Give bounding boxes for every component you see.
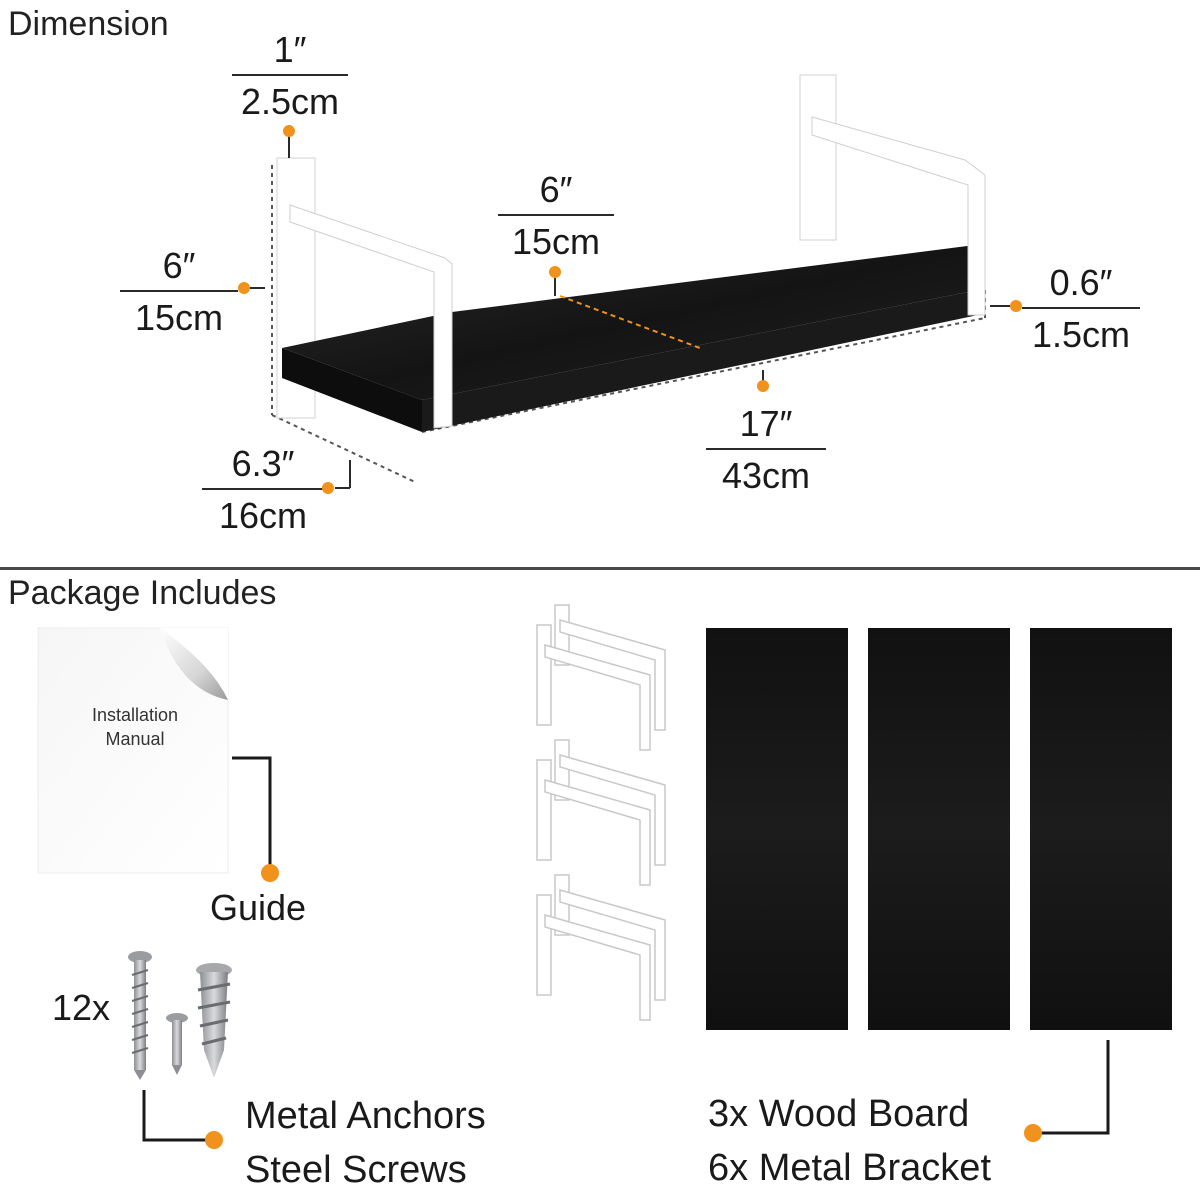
hardware-dot	[205, 1131, 223, 1149]
hardware-label: Metal Anchors Steel Screws	[245, 1090, 486, 1198]
guide-connector	[232, 756, 272, 870]
hardware-label-line1: Metal Anchors	[245, 1095, 486, 1137]
boards-connector	[1040, 1040, 1110, 1135]
screw-long-icon	[128, 951, 152, 1080]
shelf-depth-dimension: 6″ 15cm	[498, 172, 614, 260]
boards-dot	[1024, 1124, 1042, 1142]
hardware-count: 12x	[52, 987, 111, 1028]
brackets-illustration	[536, 604, 666, 1021]
manual-title-line1: Installation	[91, 705, 179, 725]
board-thickness-dot	[1010, 300, 1022, 312]
wood-board-2	[868, 628, 1010, 1030]
manual-illustration	[37, 627, 229, 874]
bracket-width-dot	[283, 125, 295, 137]
guide-label: Guide	[210, 887, 307, 928]
boards-label-line2: 6x Metal Bracket	[708, 1146, 991, 1189]
bracket-height-dimension: 6″ 15cm	[120, 248, 238, 336]
boards-label: 3x Wood Board 6x Metal Bracket	[708, 1088, 991, 1196]
left-bracket	[289, 204, 453, 429]
depth-marker	[559, 295, 701, 349]
screw-short-icon	[166, 1013, 188, 1075]
right-bracket	[811, 116, 986, 316]
package-heading: Package Includes	[8, 574, 277, 612]
bracket-width-dimension: 1″ 2.5cm	[232, 32, 348, 120]
board-length-dot	[757, 380, 769, 392]
boards-label-line1: 3x Wood Board	[708, 1093, 970, 1135]
board-length-dimension: 17″ 43cm	[706, 406, 826, 494]
overall-depth-dot	[322, 482, 334, 494]
wood-board-3	[1030, 628, 1172, 1030]
bracket-height-dot	[238, 282, 250, 294]
right-wall-plate	[799, 74, 837, 241]
guide-dot	[261, 864, 279, 882]
dimension-heading: Dimension	[8, 5, 169, 43]
anchor-icon	[196, 963, 232, 1078]
manual-cover-text: Installation Manual	[70, 703, 200, 752]
wood-board-1	[706, 628, 848, 1030]
hardware-connector	[142, 1090, 210, 1142]
board-thickness-dimension: 0.6″ 1.5cm	[1022, 265, 1140, 353]
hardware-label-line2: Steel Screws	[245, 1148, 467, 1191]
manual-title-line2: Manual	[105, 729, 165, 750]
dimension-guides	[271, 165, 986, 483]
shelf-depth-dot	[549, 266, 561, 278]
overall-depth-dimension: 6.3″ 16cm	[202, 446, 324, 534]
section-divider	[0, 567, 1200, 570]
